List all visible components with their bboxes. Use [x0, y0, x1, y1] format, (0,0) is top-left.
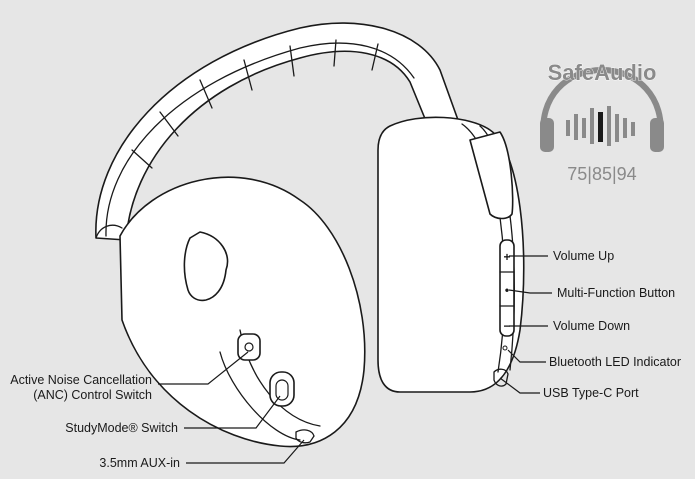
label-volume-up: Volume Up: [553, 249, 615, 263]
logo-levels-text: 75|85|94: [567, 164, 636, 184]
volume-button-strip: [499, 239, 515, 337]
label-bluetooth-led: Bluetooth LED Indicator: [549, 355, 682, 369]
label-volume-down: Volume Down: [553, 319, 631, 333]
label-anc-line2: (ANC) Control Switch: [33, 388, 152, 402]
anc-button-housing: [237, 333, 261, 361]
label-aux: 3.5mm AUX-in: [99, 456, 180, 470]
label-studymode: StudyMode® Switch: [65, 421, 178, 435]
label-multi-function: Multi-Function Button: [557, 286, 676, 300]
logo-brand-text: SafeAudio: [548, 60, 657, 85]
plus-glyph: +: [503, 250, 510, 264]
right-earcup: [377, 116, 525, 393]
leader-lines: [158, 255, 552, 464]
usb-port: [493, 368, 509, 387]
label-anc-line1: Active Noise Cancellation: [10, 373, 152, 387]
label-usb-port: USB Type-C Port: [543, 386, 639, 400]
headband: [95, 22, 459, 241]
left-earcup: [95, 176, 366, 448]
minus-glyph: −: [503, 319, 510, 333]
dot-glyph: •: [505, 283, 509, 297]
safeaudio-logo: SafeAudio 75|85|94: [540, 60, 664, 184]
led-indicator: [502, 345, 508, 351]
aux-port: [295, 429, 315, 444]
